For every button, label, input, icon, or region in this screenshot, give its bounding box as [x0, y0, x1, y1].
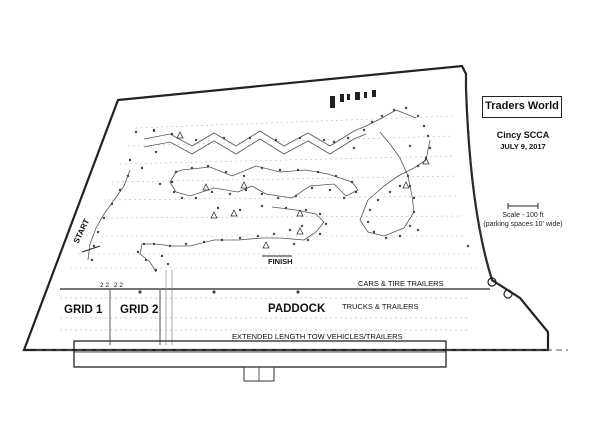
buildings: [330, 90, 376, 108]
scale-label: Scale - 100 ft: [502, 212, 544, 219]
scale-note: (parking spaces 10' wide): [483, 221, 563, 228]
cones: [90, 106, 470, 294]
event-org: Cincy SCCA: [496, 130, 550, 140]
paddock-label: PADDOCK: [268, 303, 326, 315]
extended-tow-area: [73, 340, 447, 368]
event-date: JULY 9, 2017: [500, 142, 546, 151]
grid2-label: GRID 2: [120, 304, 158, 316]
pointer-cones: [176, 131, 430, 249]
extended-tow-label: EXTENDED LENGTH TOW VEHICLES/TRAILERS: [232, 332, 403, 341]
grid1-label: GRID 1: [64, 304, 103, 316]
start-line: [81, 245, 101, 253]
trucks-trailers-label: TRUCKS & TRAILERS: [342, 302, 419, 311]
cars-trailers-label: CARS & TIRE TRAILERS: [358, 279, 444, 288]
course-lines: [87, 109, 431, 273]
light-pole: [487, 277, 497, 287]
lot-curb: [465, 73, 493, 281]
start-label: START: [72, 217, 92, 244]
grid2-number: 2 2: [114, 282, 123, 289]
venue-name: Traders World: [482, 96, 562, 118]
grid1-number: 2 2: [100, 282, 109, 289]
parking-rows: [70, 115, 480, 269]
light-pole: [503, 289, 513, 299]
finish-label: FINISH: [268, 257, 293, 266]
